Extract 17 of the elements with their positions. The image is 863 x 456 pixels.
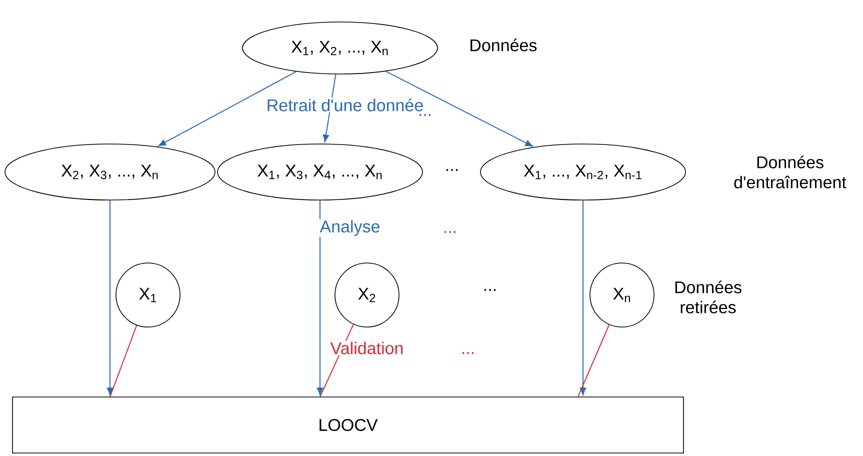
ellipsis: ... (444, 168, 460, 172)
arrow (106, 200, 114, 396)
ellipsis: ... (482, 288, 498, 292)
step-label: Analyse (318, 219, 382, 237)
arrow (385, 70, 533, 147)
arrow (158, 71, 297, 146)
step-label: Validation (329, 340, 405, 356)
arrow (580, 200, 586, 396)
side-label: Données d'entraînement (734, 156, 846, 188)
result-box: LOOCV (12, 396, 684, 454)
side-label: Données (470, 38, 537, 52)
step-label: Retrait d'une donnée (265, 98, 425, 112)
ellipsis: ... (442, 230, 458, 234)
arrow (316, 200, 324, 396)
side-label: Données retirées (675, 280, 742, 314)
ellipsis: ... (460, 351, 476, 355)
ellipsis: ... (416, 113, 434, 117)
